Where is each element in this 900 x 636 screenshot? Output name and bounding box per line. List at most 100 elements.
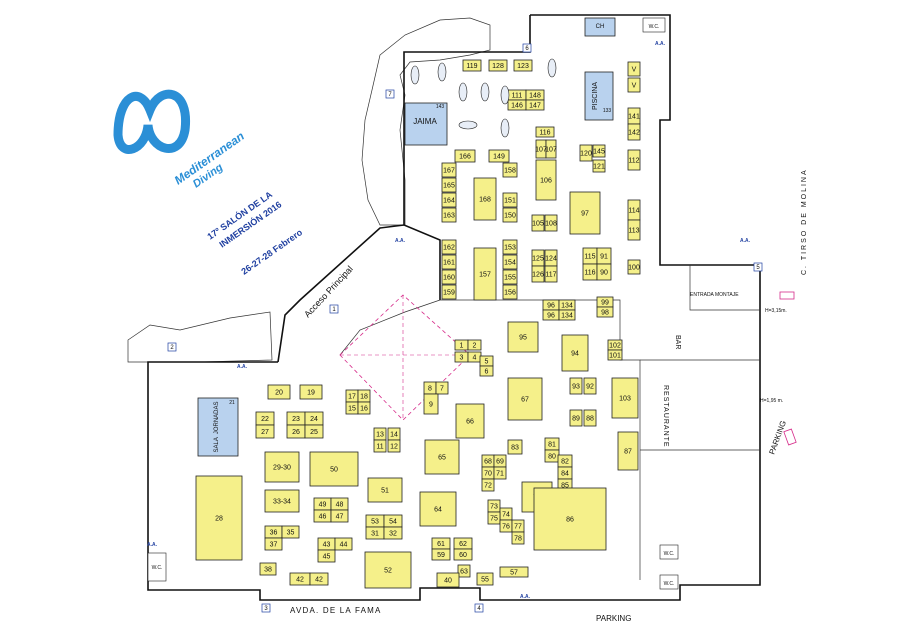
stand-163[interactable]: 163	[441, 207, 457, 223]
stand-107[interactable]: 107	[545, 139, 557, 159]
stand-95[interactable]: 95	[507, 321, 539, 353]
stand-31[interactable]: 31	[365, 526, 385, 540]
stand-27[interactable]: 27	[255, 424, 275, 439]
stand-93[interactable]: 93	[569, 377, 583, 395]
stand-161[interactable]: 161	[441, 254, 457, 270]
stand-112[interactable]: 112	[627, 149, 641, 171]
jaima-room[interactable]: JAIMA 143	[404, 102, 448, 146]
stand-134[interactable]: 134	[558, 309, 576, 321]
stand-43[interactable]: 43	[317, 537, 336, 551]
stand-134[interactable]: 134	[558, 299, 576, 311]
stand-101[interactable]: 101	[607, 349, 623, 361]
stand-23[interactable]: 23	[286, 411, 306, 426]
stand-11[interactable]: 11	[373, 439, 387, 453]
stand-99[interactable]: 99	[596, 296, 614, 308]
stand-57[interactable]: 57	[499, 566, 529, 578]
stand-16[interactable]: 16	[357, 401, 371, 415]
stand-45[interactable]: 45	[317, 549, 336, 563]
stand-149[interactable]: 149	[488, 149, 510, 163]
stand-66[interactable]: 66	[455, 403, 485, 439]
stand-46[interactable]: 46	[313, 509, 332, 523]
stand-164[interactable]: 164	[441, 192, 457, 208]
stand-42[interactable]: 42	[289, 572, 311, 586]
stand-55[interactable]: 55	[476, 572, 494, 586]
stand-94[interactable]: 94	[561, 334, 589, 372]
stand-70[interactable]: 70	[481, 466, 495, 480]
stand-113[interactable]: 113	[627, 219, 641, 241]
stand-121[interactable]: 121	[592, 159, 606, 173]
stand-18[interactable]: 18	[357, 389, 371, 403]
stand-158[interactable]: 158	[502, 162, 518, 178]
stand-69[interactable]: 69	[493, 454, 507, 468]
stand-120[interactable]: 120	[579, 144, 593, 162]
stand-5[interactable]: 5	[479, 355, 494, 367]
stand-61[interactable]: 61	[431, 537, 451, 550]
stand-38[interactable]: 38	[259, 562, 277, 576]
stand-72[interactable]: 72	[481, 478, 495, 492]
stand-54[interactable]: 54	[383, 514, 403, 528]
stand-12[interactable]: 12	[387, 439, 401, 453]
stand-88[interactable]: 88	[583, 409, 597, 427]
stand-59[interactable]: 59	[431, 548, 451, 561]
stand-14[interactable]: 14	[387, 427, 401, 441]
stand-33-34[interactable]: 33-34	[264, 489, 300, 513]
stand-82[interactable]: 82	[557, 454, 573, 468]
stand-83[interactable]: 83	[507, 439, 523, 455]
stand-44[interactable]: 44	[334, 537, 353, 551]
stand-19[interactable]: 19	[299, 384, 323, 400]
stand-22[interactable]: 22	[255, 411, 275, 426]
stand-103[interactable]: 103	[611, 377, 639, 419]
stand-9[interactable]: 9	[423, 393, 439, 415]
stand-8[interactable]: 8	[423, 381, 437, 395]
stand-47[interactable]: 47	[330, 509, 349, 523]
stand-115[interactable]: 115	[582, 247, 598, 265]
piscina-room[interactable]: PISCINA 133	[584, 71, 614, 121]
stand-25[interactable]: 25	[304, 424, 324, 439]
stand-142[interactable]: 142	[627, 123, 641, 141]
stand-108[interactable]: 108	[544, 214, 558, 232]
stand-20[interactable]: 20	[267, 384, 291, 400]
stand-73[interactable]: 73	[487, 499, 501, 513]
stand-106[interactable]: 106	[535, 159, 557, 201]
stand-76[interactable]: 76	[499, 519, 513, 533]
stand-89[interactable]: 89	[569, 409, 583, 427]
stand-145[interactable]: 145	[592, 144, 606, 158]
stand-V[interactable]: V	[627, 61, 641, 77]
stand-48[interactable]: 48	[330, 497, 349, 511]
stand-64[interactable]: 64	[419, 491, 457, 527]
stand-71[interactable]: 71	[493, 466, 507, 480]
stand-50[interactable]: 50	[309, 451, 359, 487]
stand-98[interactable]: 98	[596, 306, 614, 318]
stand-26[interactable]: 26	[286, 424, 306, 439]
stand-111[interactable]: 111	[507, 89, 527, 101]
stand-151[interactable]: 151	[502, 192, 518, 208]
stand-49[interactable]: 49	[313, 497, 332, 511]
stand-147[interactable]: 147	[525, 99, 545, 111]
ch-room[interactable]: CH	[584, 17, 616, 37]
stand-60[interactable]: 60	[453, 548, 473, 561]
stand-42[interactable]: 42	[309, 572, 329, 586]
stand-81[interactable]: 81	[544, 437, 560, 451]
stand-75[interactable]: 75	[487, 511, 501, 525]
stand-168[interactable]: 168	[473, 177, 497, 221]
stand-160[interactable]: 160	[441, 269, 457, 285]
stand-159[interactable]: 159	[441, 284, 457, 300]
stand-6[interactable]: 6	[479, 365, 494, 377]
stand-15[interactable]: 15	[345, 401, 359, 415]
stand-154[interactable]: 154	[502, 254, 518, 270]
stand-146[interactable]: 146	[507, 99, 527, 111]
stand-116[interactable]: 116	[582, 263, 598, 281]
stand-53[interactable]: 53	[365, 514, 385, 528]
stand-65[interactable]: 65	[424, 439, 460, 475]
stand-28[interactable]: 28	[195, 475, 243, 561]
stand-V[interactable]: V	[627, 77, 641, 93]
stand-37[interactable]: 37	[264, 537, 283, 551]
stand-87[interactable]: 87	[617, 431, 639, 471]
stand-119[interactable]: 119	[462, 59, 482, 72]
stand-67[interactable]: 67	[507, 377, 543, 421]
stand-51[interactable]: 51	[367, 477, 403, 503]
stand-13[interactable]: 13	[373, 427, 387, 441]
stand-157[interactable]: 157	[473, 247, 497, 301]
stand-114[interactable]: 114	[627, 199, 641, 221]
stand-156[interactable]: 156	[502, 284, 518, 300]
